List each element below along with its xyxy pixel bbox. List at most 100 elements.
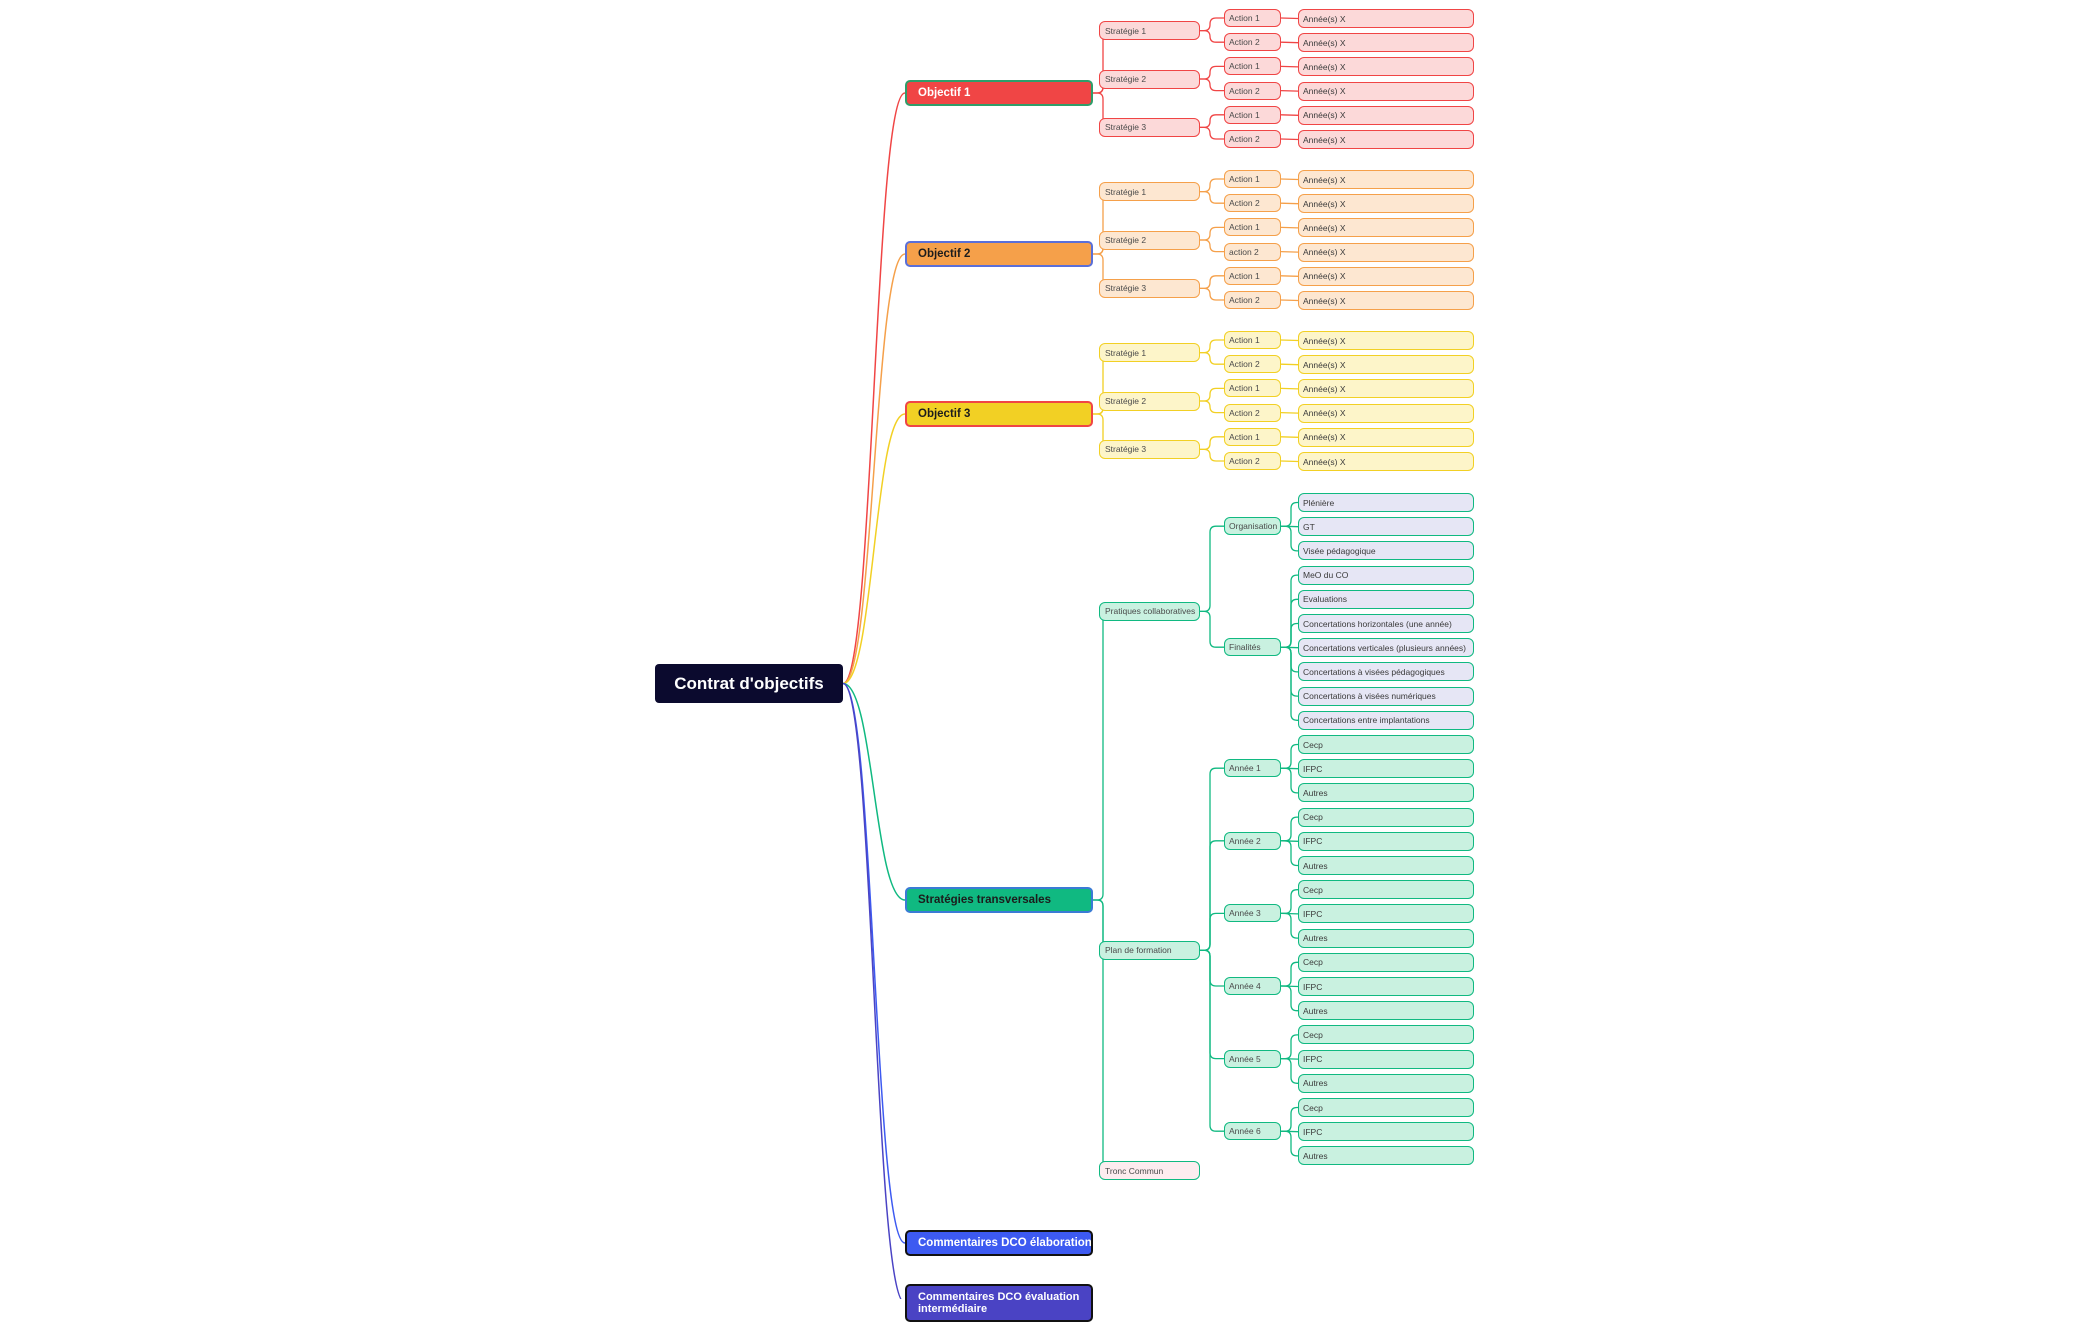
leaf-node[interactable]: Evaluations [1298,589,1474,609]
action-link [1200,351,1224,365]
leaf-node[interactable]: Année(s) X [1298,9,1474,28]
leaf-node[interactable]: Année(s) X [1298,266,1474,286]
action-node[interactable]: Action 1 [1224,57,1281,76]
action-node[interactable]: Année 2 [1224,831,1281,850]
leaf-node[interactable]: Concertations entre implantations [1298,710,1474,730]
leaf-node[interactable]: IFPC [1298,977,1474,996]
action-node[interactable]: Action 1 [1224,218,1281,237]
leaf-node[interactable]: Concertations verticales (plusieurs anné… [1298,638,1474,658]
action-node[interactable]: Année 6 [1224,1122,1281,1141]
objective-node-objectif-1[interactable]: Objectif 1 [905,80,1093,106]
leaf-node[interactable]: Cecp [1298,1098,1474,1117]
action-node[interactable]: Action 2 [1224,130,1281,148]
action-node[interactable]: Année 5 [1224,1049,1281,1068]
leaf-node[interactable]: Autres [1298,1146,1474,1166]
leaf-link [1280,17,1299,20]
leaf-node[interactable]: Visée pédagogique [1298,541,1474,561]
action-node[interactable]: Action 2 [1224,452,1281,470]
leaf-node[interactable]: Année(s) X [1298,33,1474,53]
objective-node-strategies-transversales[interactable]: Stratégies transversales [905,887,1093,913]
leaf-node[interactable]: Année(s) X [1298,81,1474,101]
leaf-node[interactable]: Année(s) X [1298,403,1474,423]
leaf-node[interactable]: Année(s) X [1298,130,1474,149]
leaf-link [1281,574,1298,648]
leaf-node[interactable]: Année(s) X [1298,291,1474,310]
leaf-node[interactable]: IFPC [1298,831,1474,851]
leaf-node[interactable]: MeO du CO [1298,565,1474,585]
action-node[interactable]: Action 2 [1224,291,1281,309]
leaf-link [1281,622,1298,648]
action-node[interactable]: Année 1 [1224,759,1281,778]
leaf-link [1280,41,1299,44]
strategy-node[interactable]: Stratégie 3 [1099,439,1200,459]
action-node[interactable]: Action 1 [1224,379,1281,398]
leaf-node[interactable]: Autres [1298,1073,1474,1093]
leaf-node[interactable]: Concertations horizontales (une année) [1298,614,1474,633]
action-node[interactable]: Action 1 [1224,266,1281,285]
action-node[interactable]: Action 1 [1224,170,1281,188]
leaf-node[interactable]: Année(s) X [1298,57,1474,77]
action-node[interactable]: Action 1 [1224,331,1281,349]
leaf-node[interactable]: GT [1298,517,1474,537]
objective-node-objectif-3[interactable]: Objectif 3 [905,401,1093,427]
leaf-link [1280,202,1299,205]
leaf-node[interactable]: IFPC [1298,759,1474,779]
action-node[interactable]: Action 1 [1224,105,1281,124]
strategy-node[interactable]: Plan de formation [1099,940,1200,960]
leaf-node[interactable]: IFPC [1298,904,1474,924]
strategy-node[interactable]: Stratégie 3 [1099,117,1200,137]
leaf-node[interactable]: Année(s) X [1298,105,1474,125]
action-node[interactable]: Année 3 [1224,904,1281,923]
strategy-node[interactable]: Stratégie 2 [1099,69,1200,89]
action-node[interactable]: Action 2 [1224,194,1281,213]
action-node[interactable]: Action 2 [1224,355,1281,374]
leaf-node[interactable]: Concertations à visées pédagogiques [1298,662,1474,682]
leaf-node[interactable]: Autres [1298,856,1474,875]
leaf-node[interactable]: Cecp [1298,880,1474,900]
leaf-node[interactable]: Année(s) X [1298,355,1474,375]
action-node[interactable]: Action 2 [1224,403,1281,422]
leaf-node[interactable]: Cecp [1298,1025,1474,1045]
objective-node-commentaires-dco-elaboration[interactable]: Commentaires DCO élaboration [905,1230,1093,1256]
root-node[interactable]: Contrat d'objectifs [655,664,843,703]
action-node[interactable]: Organisation [1224,517,1281,536]
leaf-node[interactable]: Année(s) X [1298,194,1474,214]
strategy-node[interactable]: Pratiques collaboratives [1099,601,1200,621]
leaf-node[interactable]: Année(s) X [1298,170,1474,189]
strategy-node[interactable]: Stratégie 2 [1099,391,1200,411]
leaf-node[interactable]: Année(s) X [1298,331,1474,350]
leaf-node[interactable]: Concertations à visées numériques [1298,686,1474,706]
objective-node-objectif-2[interactable]: Objectif 2 [905,241,1093,267]
leaf-node[interactable]: Autres [1298,1001,1474,1021]
leaf-node[interactable]: Année(s) X [1298,452,1474,471]
strategy-node[interactable]: Stratégie 1 [1099,182,1200,202]
leaf-node[interactable]: Année(s) X [1298,242,1474,262]
leaf-node[interactable]: Autres [1298,928,1474,948]
leaf-link [1280,178,1299,181]
leaf-node[interactable]: Année(s) X [1298,427,1474,447]
strategy-node[interactable]: Stratégie 1 [1099,21,1200,41]
action-node[interactable]: Année 4 [1224,977,1281,995]
action-node[interactable]: Action 1 [1224,427,1281,446]
leaf-node[interactable]: Autres [1298,783,1474,803]
leaf-node[interactable]: Cecp [1298,735,1474,754]
strategy-node[interactable]: Stratégie 1 [1099,343,1200,363]
leaf-node[interactable]: IFPC [1298,1122,1474,1142]
action-link [1200,78,1224,92]
strategy-node[interactable]: Stratégie 3 [1099,278,1200,298]
action-node[interactable]: Action 2 [1224,81,1281,100]
leaf-node[interactable]: Cecp [1298,807,1474,827]
action-link [1200,17,1224,32]
action-node[interactable]: Finalités [1224,638,1281,657]
leaf-node[interactable]: Année(s) X [1298,379,1474,399]
leaf-node[interactable]: Année(s) X [1298,218,1474,238]
strategy-node[interactable]: Stratégie 2 [1099,230,1200,250]
action-node[interactable]: action 2 [1224,242,1281,261]
action-node[interactable]: Action 2 [1224,33,1281,52]
leaf-node[interactable]: IFPC [1298,1049,1474,1069]
leaf-node[interactable]: Plénière [1298,493,1474,512]
action-node[interactable]: Action 1 [1224,9,1281,27]
objective-node-commentaires-dco-evaluation-intermediaire[interactable]: Commentaires DCO évaluation intermédiair… [905,1284,1093,1322]
leaf-node[interactable]: Cecp [1298,952,1474,972]
strategy-node[interactable]: Tronc Commun [1099,1161,1200,1181]
